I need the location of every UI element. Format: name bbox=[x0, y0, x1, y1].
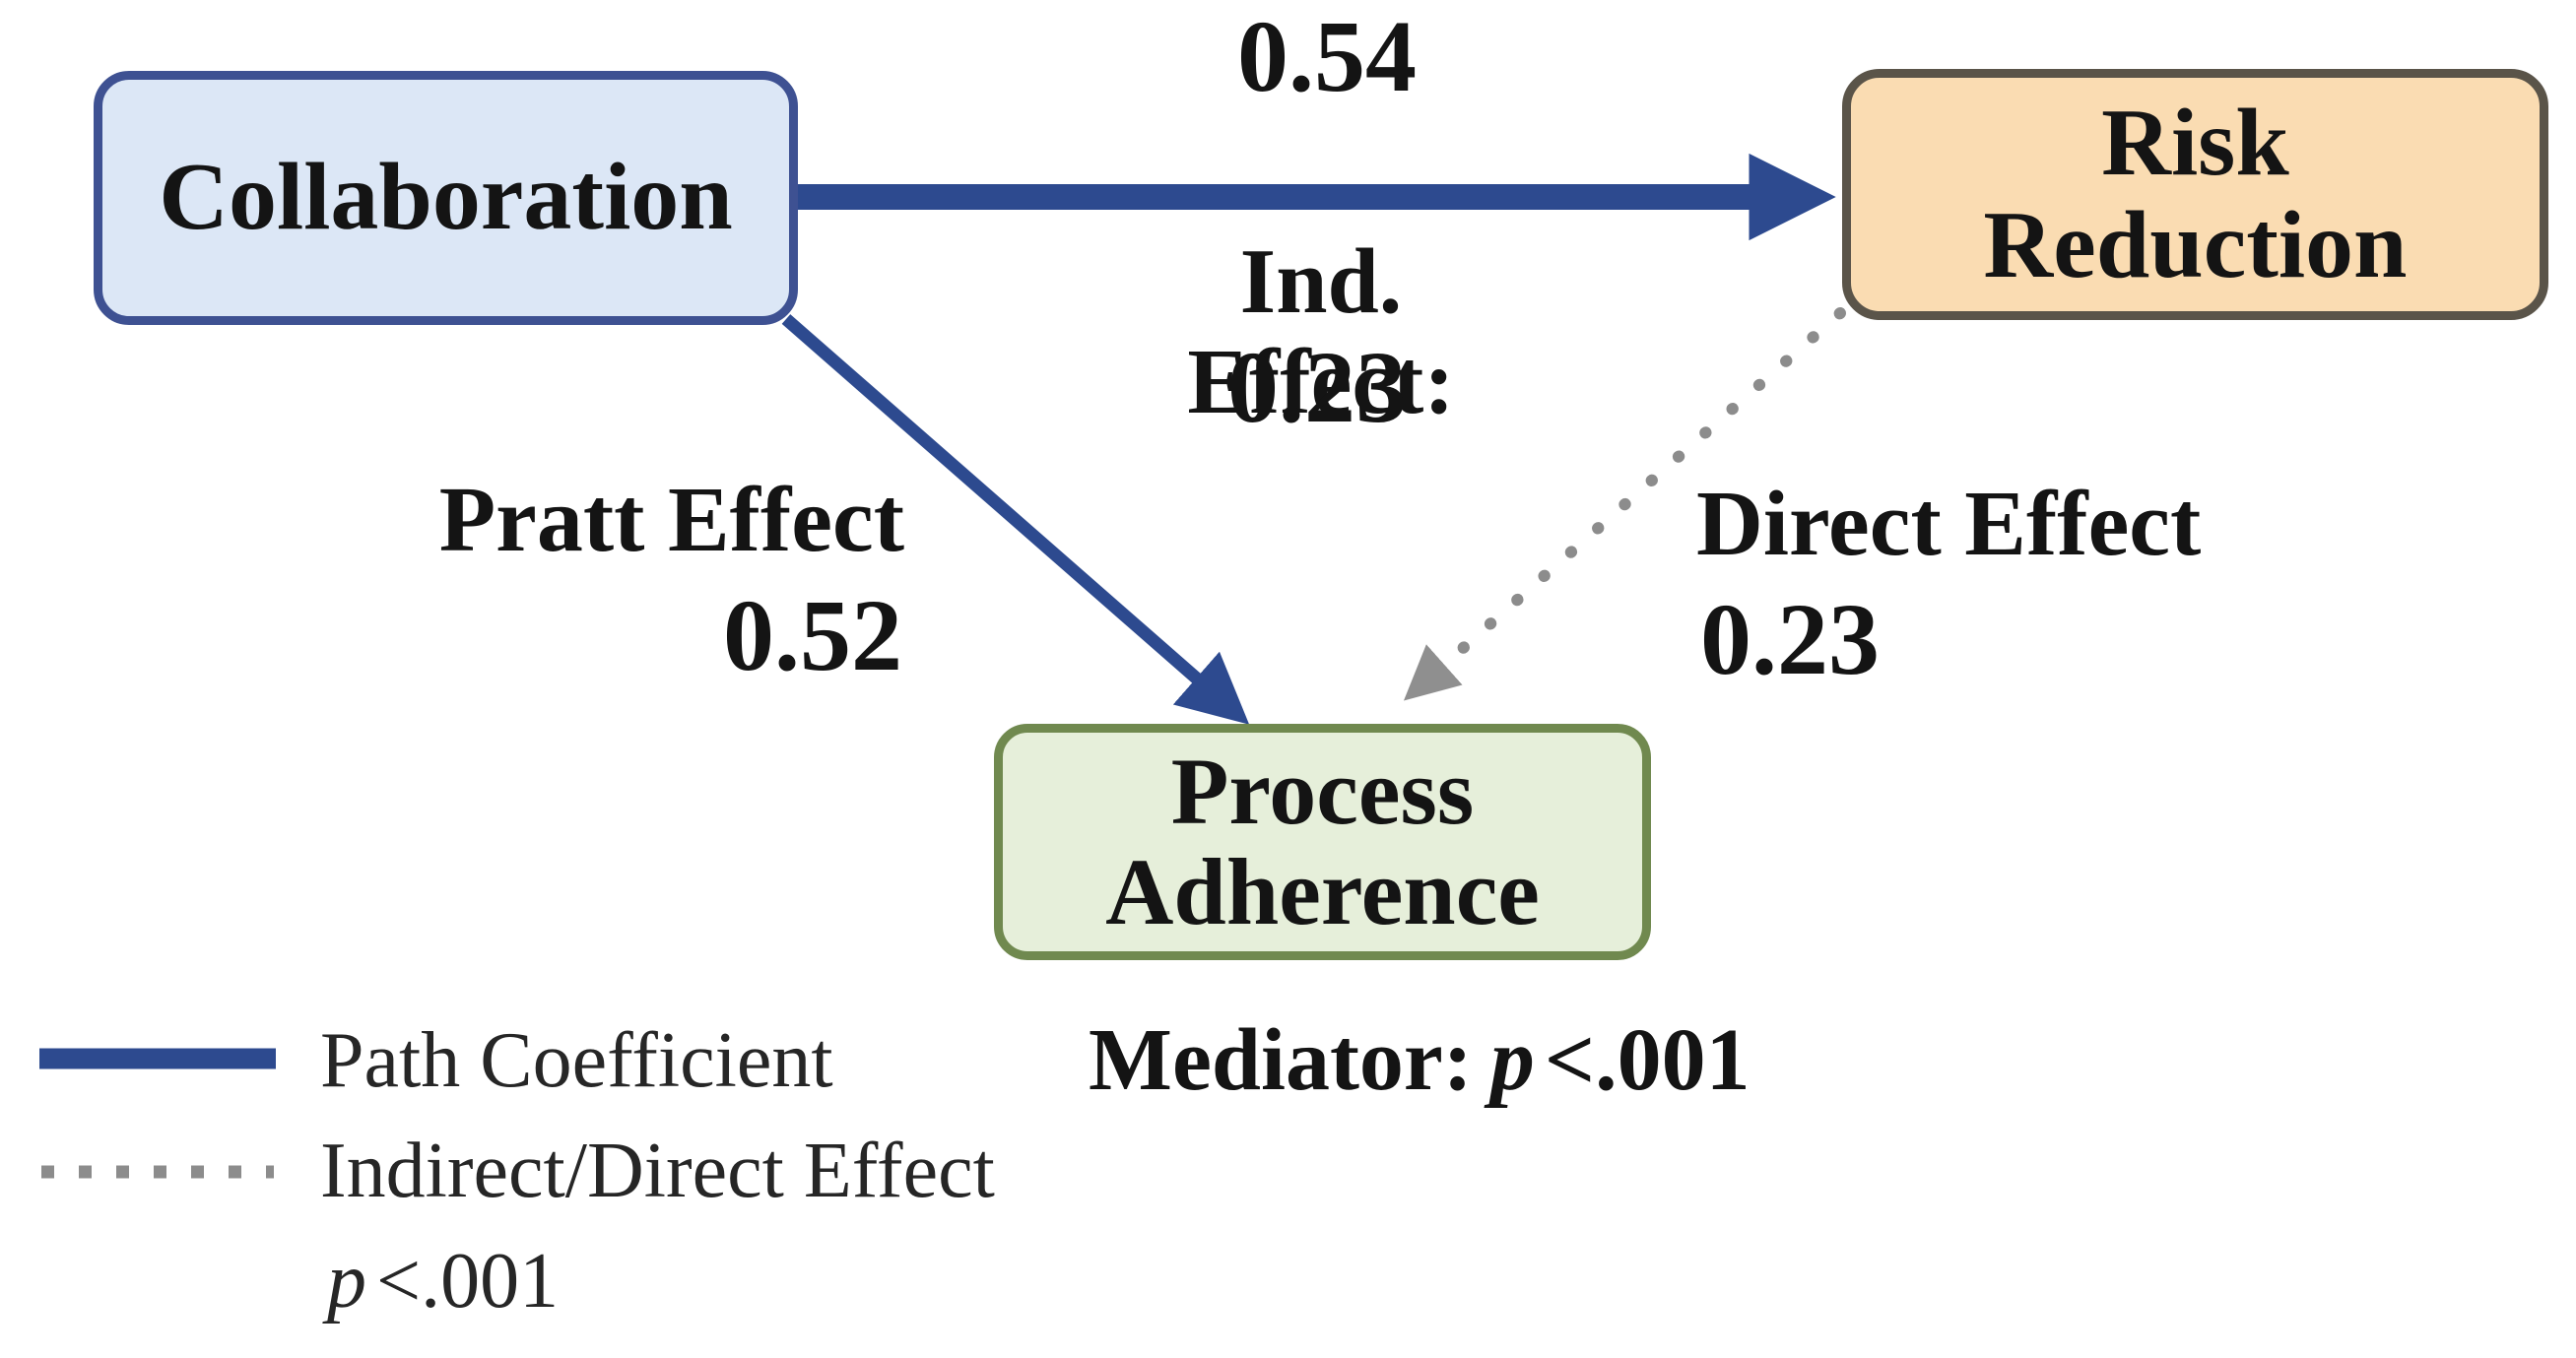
legend-p-value-note: p<.001 bbox=[327, 1237, 559, 1326]
mediator-note-p: p bbox=[1489, 1011, 1535, 1109]
direct-effect-value: 0.23 bbox=[1700, 582, 1880, 696]
mediator-note-value: <.001 bbox=[1544, 1011, 1750, 1109]
mediator-significance-note: Mediator:p<.001 bbox=[1089, 1012, 1750, 1108]
legend-p-value: <.001 bbox=[376, 1238, 560, 1325]
node-risk-reduction-label: Risk Reduction bbox=[1983, 89, 2408, 298]
direct-effect-label: Direct Effect bbox=[1696, 473, 2202, 575]
node-process-adherence-label: Process Adherence bbox=[1105, 739, 1540, 944]
legend-p-italic: p bbox=[327, 1238, 366, 1325]
node-collaboration: Collaboration bbox=[94, 71, 798, 325]
mediator-note-prefix: Mediator: bbox=[1089, 1011, 1473, 1109]
path-collaboration-to-process-arrow bbox=[781, 314, 1250, 725]
indirect-effect-value: 0.23 bbox=[1227, 331, 1407, 444]
indirect-effect-label: Ind. Effect: bbox=[1187, 230, 1455, 433]
legend-indirect-direct-label: Indirect/Direct Effect bbox=[320, 1128, 995, 1214]
node-process-adherence: Process Adherence bbox=[994, 724, 1651, 960]
pratt-effect-block: Pratt Effect 0.52 bbox=[438, 469, 904, 692]
legend-path-coefficient-label: Path Coefficient bbox=[320, 1017, 833, 1104]
direct-effect-block: Direct Effect 0.23 bbox=[1696, 473, 2202, 696]
node-collaboration-label: Collaboration bbox=[159, 144, 733, 251]
pratt-effect-value: 0.52 bbox=[723, 578, 902, 692]
total-path-coefficient: 0.54 bbox=[1237, 0, 1417, 113]
node-risk-reduction: Risk Reduction bbox=[1842, 69, 2548, 320]
pratt-effect-label: Pratt Effect bbox=[438, 469, 904, 571]
